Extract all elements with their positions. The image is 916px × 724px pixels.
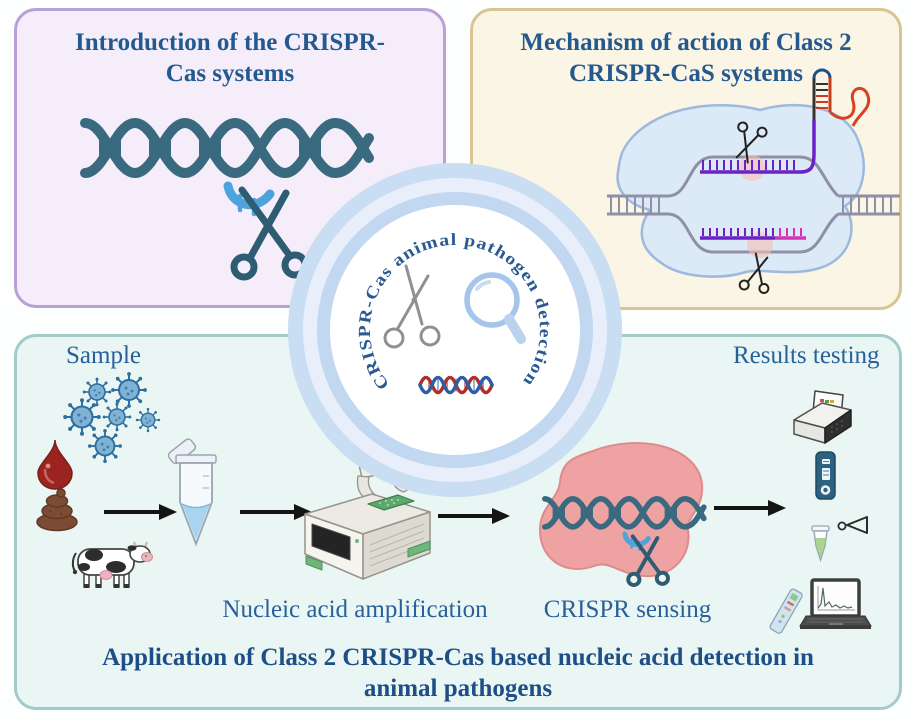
application-panel-title: Application of Class 2 CRISPR-Cas based …	[14, 642, 902, 704]
intro-title-line1: Introduction of the CRISPR-	[75, 29, 385, 56]
mechanism-panel: Mechanism of action of Class 2 CRISPR-Ca…	[470, 8, 902, 310]
mechanism-title-line1: Mechanism of action of Class 2	[520, 29, 852, 56]
sample-label: Sample	[66, 342, 141, 369]
results-testing-label: Results testing	[733, 342, 880, 369]
intro-panel: Introduction of the CRISPR- Cas systems	[14, 8, 446, 308]
intro-panel-title: Introduction of the CRISPR- Cas systems	[17, 27, 443, 89]
application-title-line1: Application of Class 2 CRISPR-Cas based …	[102, 644, 814, 671]
mechanism-panel-title: Mechanism of action of Class 2 CRISPR-Ca…	[473, 27, 899, 89]
amplification-label: Nucleic acid amplification	[222, 596, 488, 623]
mechanism-title-line2: CRISPR-CaS systems	[568, 60, 804, 87]
sensing-label: CRISPR sensing	[543, 596, 712, 623]
intro-title-line2: Cas systems	[165, 60, 295, 87]
application-title-line2: animal pathogens	[363, 675, 553, 702]
